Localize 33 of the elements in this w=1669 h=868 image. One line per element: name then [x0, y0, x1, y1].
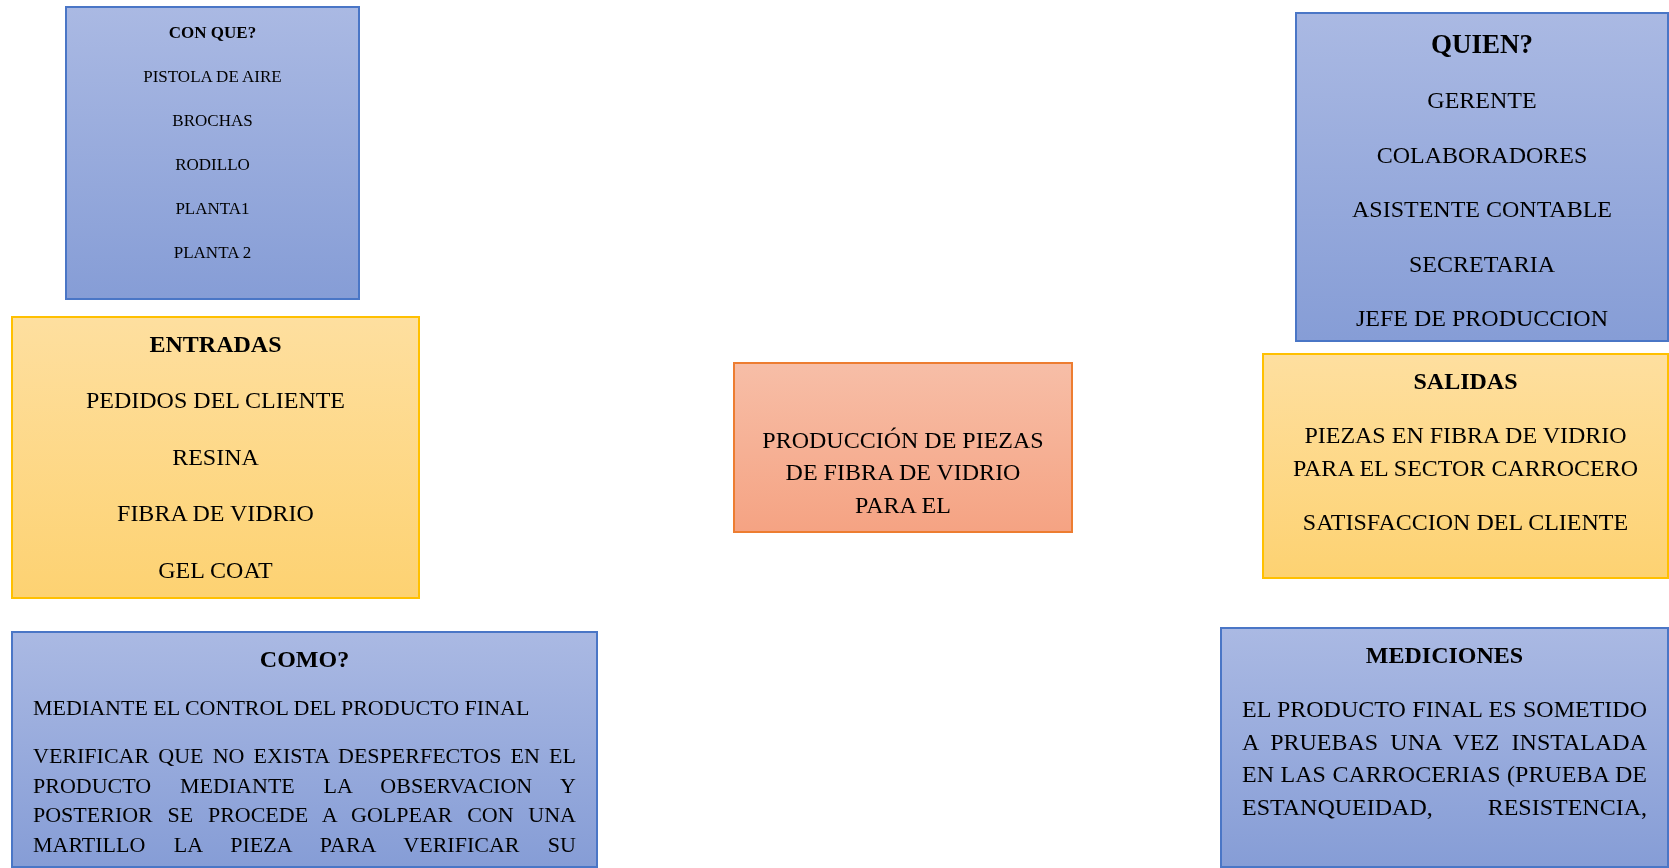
process-box — [733, 362, 1073, 533]
box-text: PRODUCCIÓN DE PIEZAS DE FIBRA DE VIDRIO PARA EL — [761, 426, 1045, 520]
box-text: ASISTENTE CONTABLE — [1350, 195, 1614, 225]
box-heading: CON QUE? — [167, 22, 258, 44]
box-text: PLANTA1 — [174, 197, 251, 220]
info-box — [1295, 12, 1669, 342]
output-box — [1262, 353, 1669, 579]
box-text: SATISFACCION DEL CLIENTE — [1301, 508, 1630, 538]
box-text: RODILLO — [174, 153, 251, 176]
box-text: RESINA — [171, 442, 260, 472]
box-text: SECRETARIA — [1407, 249, 1557, 279]
box-text: PEDIDOS DEL CLIENTE — [84, 386, 347, 416]
method-box — [11, 631, 598, 868]
box-text: FIBRA DE VIDRIO — [116, 499, 315, 529]
measurement-box — [1220, 627, 1669, 868]
box-text: PIEZAS EN FIBRA DE VIDRIO PARA EL SECTOR CARROCERO — [1291, 421, 1640, 483]
box-text: PLANTA 2 — [172, 241, 253, 264]
box-text: JEFE DE PRODUCCION — [1355, 304, 1609, 333]
input-box — [11, 316, 420, 599]
box-text: GEL COAT — [157, 555, 274, 585]
box-heading: COMO? — [258, 645, 351, 674]
box-text: EL PRODUCTO FINAL ES SOMETIDO A PRUEBAS UNA VEZ INSTALADA EN LAS CARROCERIAS (PRUEBA DE ESTANQUEIDAD, RESISTENCIA, — [1242, 695, 1647, 822]
box-heading: ENTRADAS — [148, 330, 283, 359]
box-text: BROCHAS — [171, 109, 254, 132]
box-text: COLABORADORES — [1375, 140, 1589, 170]
box-text: PISTOLA DE AIRE — [142, 65, 283, 88]
box-text: GERENTE — [1426, 86, 1538, 116]
info-box — [65, 6, 360, 300]
box-text: VERIFICAR QUE NO EXISTA DESPERFECTOS EN EL PRODUCTO MEDIANTE LA OBSERVACION Y POSTERIOR SE PROCEDE A GOLPEAR CON UNA MARTILLO LA PIEZA PARA VERIFICAR SU — [33, 742, 576, 860]
box-heading: MEDICIONES — [1364, 641, 1525, 670]
box-heading: SALIDAS — [1412, 367, 1519, 396]
box-heading: QUIEN? — [1430, 28, 1534, 61]
box-text: MEDIANTE EL CONTROL DEL PRODUCTO FINAL — [33, 694, 531, 723]
